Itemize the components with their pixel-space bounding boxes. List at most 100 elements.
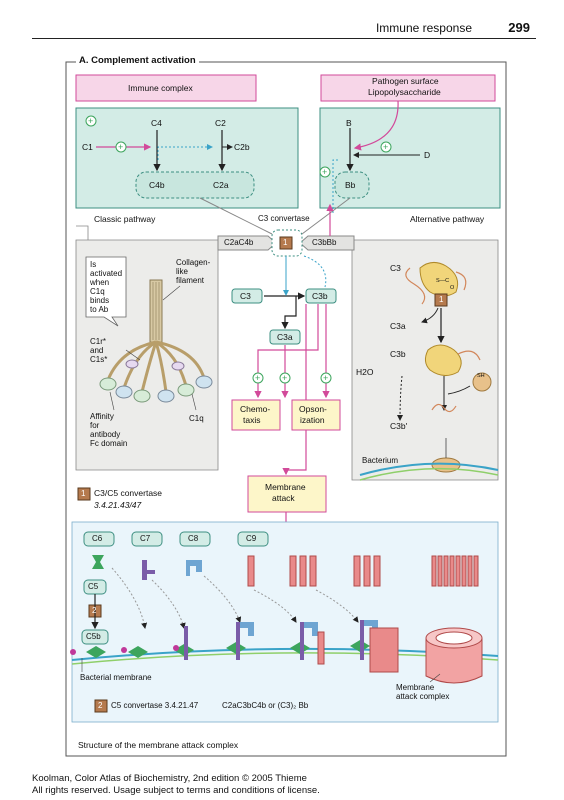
enzyme-2-mac-number: 2 — [92, 606, 97, 615]
c3a-box — [269, 329, 301, 345]
c6-molecule — [92, 555, 104, 569]
svg-text:+: + — [255, 373, 260, 383]
footer-line-2: All rights reserved. Usage subject to te… — [32, 785, 320, 796]
legend-enzyme-1-number: 1 — [81, 489, 86, 498]
opsonization-label-1: Opson- — [299, 404, 327, 414]
callout-line-3: when — [90, 278, 110, 287]
collagen-line-2: like — [176, 267, 189, 276]
c4b-c2a-complex — [135, 171, 255, 199]
c5-label: C5 — [88, 582, 99, 591]
c2-label: C2 — [215, 118, 226, 128]
c3-convertase-label: C3 convertase — [258, 214, 310, 223]
c3a-center-label: C3a — [277, 332, 293, 342]
mac-assembly-5 — [290, 622, 325, 665]
bb-label: Bb — [345, 180, 356, 190]
oxygen-label: O — [450, 285, 455, 291]
c1r-line-2: and — [90, 346, 104, 355]
callout-line-5: binds — [90, 296, 110, 305]
affinity-line-2: for — [90, 421, 100, 430]
plus-icon-chemotaxis — [252, 372, 264, 384]
mac-label-2: attack complex — [396, 692, 450, 701]
c9-molecules — [247, 555, 479, 587]
c1r-line-1: C1r* — [90, 337, 107, 346]
plus-icon-d — [380, 141, 392, 153]
c4-label: C4 — [151, 118, 162, 128]
mac-assembly-1 — [70, 646, 106, 658]
plus-icon-opsonization — [320, 372, 332, 384]
legend-enzyme-1-box — [77, 487, 91, 501]
c3bbb-tab — [299, 235, 355, 251]
page-header-title: Immune response — [375, 21, 472, 35]
affinity-line-3: antibody — [90, 430, 121, 439]
footer-line-1: Koolman, Color Atlas of Biochemistry, 2n… — [32, 773, 307, 784]
c3b-box — [305, 288, 337, 304]
legend-enzyme-1-ec: 3.4.21.43/47 — [94, 500, 142, 510]
svg-text:+: + — [282, 373, 287, 383]
c2a-label: C2a — [213, 180, 229, 190]
bacterium-membrane — [359, 462, 499, 476]
affinity-line-1: Affinity — [90, 412, 114, 421]
mac-assembly-2 — [121, 646, 148, 658]
callout-line-2: activated — [90, 269, 123, 278]
svg-text:+: + — [88, 116, 93, 126]
chemotaxis-box — [231, 399, 281, 431]
h2o-label: H2O — [356, 367, 374, 377]
membrane-attack-box — [247, 475, 327, 513]
legend-enzyme-2-formula: C2aC3bC4b or (C3)₂ Bb — [222, 701, 309, 710]
membrane-attack-complex — [425, 627, 483, 684]
c3-right-label: C3 — [390, 263, 401, 273]
c3-center-label: C3 — [240, 291, 251, 301]
b-label: B — [346, 118, 352, 128]
mac-assembly-3 — [173, 626, 194, 660]
enzyme-1-right-label: 1 — [439, 295, 444, 304]
c3b-right-label: C3b — [390, 349, 406, 359]
c8-chip — [179, 531, 211, 547]
opsonization-label-2: ization — [300, 415, 325, 425]
legend-enzyme-2-number: 2 — [98, 701, 103, 710]
opsonization-box — [291, 399, 341, 431]
mac-assembly-6 — [350, 620, 399, 673]
classic-pathway-label: Classic pathway — [94, 214, 156, 224]
sh-label: SH — [477, 373, 485, 379]
collagen-line-1: Collagen- — [176, 258, 211, 267]
immune-complex-label: Immune complex — [128, 83, 193, 93]
bacterial-membrane-label: Bacterial membrane — [80, 673, 152, 682]
pathogen-surface-box — [320, 74, 496, 102]
c6-chip — [83, 531, 115, 547]
c2ac4b-label: C2aC4b — [224, 238, 254, 247]
c7-molecule — [142, 560, 155, 580]
plus-icon-top-classic — [85, 115, 97, 127]
c6-label: C6 — [92, 534, 103, 543]
c1-label: C1 — [82, 142, 93, 152]
d-label: D — [424, 150, 431, 160]
c3-protein-drawing — [397, 262, 492, 473]
legend-enzyme-2-box — [94, 699, 108, 713]
pathogen-surface-label: Pathogen surface — [372, 76, 439, 86]
c1q-label: C1q — [189, 414, 204, 423]
svg-text:+: + — [323, 373, 328, 383]
plus-icon-alt — [319, 166, 331, 178]
c3-box — [231, 288, 263, 304]
immune-complex-box — [75, 74, 257, 102]
alternative-pathway-label: Alternative pathway — [410, 214, 485, 224]
c8-label: C8 — [188, 534, 199, 543]
bb-complex — [334, 171, 370, 199]
callout-bubble — [85, 256, 127, 327]
c1r-line-3: C1s* — [90, 355, 108, 364]
section-title: A. Complement activation — [76, 56, 199, 66]
mac-panel — [71, 521, 499, 723]
mac-caption: Structure of the membrane attack complex — [78, 740, 239, 750]
c7-chip — [131, 531, 163, 547]
c4b-label: C4b — [149, 180, 165, 190]
svg-text:+: + — [118, 142, 123, 152]
enzyme-1-center-label: 1 — [283, 238, 288, 247]
callout-line-6: to Ab — [90, 305, 109, 314]
membrane-attack-label-1: Membrane — [265, 482, 306, 492]
affinity-line-4: Fc domain — [90, 439, 128, 448]
header-rule — [32, 38, 536, 39]
chemotaxis-label-1: Chemo- — [240, 404, 271, 414]
membrane-attack-label-2: attack — [272, 493, 295, 503]
outer-frame — [65, 61, 507, 757]
callout-line-4: C1q — [90, 287, 105, 296]
